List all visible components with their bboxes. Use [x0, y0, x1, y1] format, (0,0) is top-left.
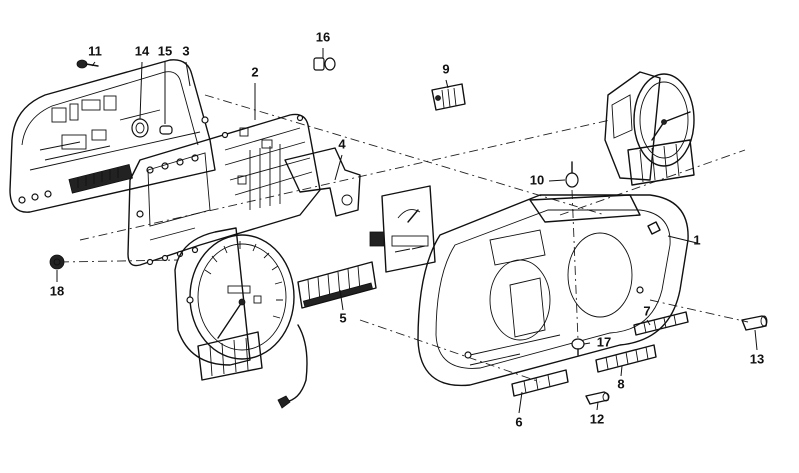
- bulb-15: [159, 125, 173, 135]
- callout-label-16: 16: [316, 29, 330, 44]
- cable-plug: [277, 395, 291, 409]
- indicator-strip-8: [595, 344, 657, 373]
- connector-clip-9: [431, 83, 466, 111]
- callout-label-9: 9: [442, 61, 449, 76]
- callout-leaders: [56, 48, 758, 414]
- axis-line: [204, 94, 606, 216]
- callout-label-1: 1: [693, 232, 700, 247]
- axis-line: [79, 119, 611, 241]
- axis-line: [559, 149, 746, 216]
- knob-17: [571, 338, 585, 356]
- sensor-cable: [284, 324, 308, 403]
- pin-12: [585, 391, 610, 405]
- reset-knob-10: [565, 161, 579, 188]
- indicator-strip-6: [511, 369, 569, 397]
- warning-light-strip-5: [297, 261, 377, 309]
- bracket-4: [284, 147, 361, 217]
- callout-label-8: 8: [617, 376, 624, 391]
- tachometer-clock-unit: [604, 71, 695, 186]
- connector-strip: [68, 164, 133, 194]
- screw-11: [76, 59, 99, 69]
- callout-label-10: 10: [530, 172, 544, 187]
- knob-18: [49, 254, 65, 270]
- callout-label-14: 14: [135, 43, 150, 58]
- speedometer: [174, 227, 295, 381]
- callout-label-15: 15: [158, 43, 172, 58]
- bulb-socket-14: [131, 118, 149, 138]
- cluster-housing-1: [417, 194, 689, 387]
- callout-label-5: 5: [339, 310, 346, 325]
- callout-label-6: 6: [515, 414, 522, 429]
- callout-label-3: 3: [182, 43, 189, 58]
- printed-circuit-plate: [127, 113, 321, 267]
- callout-label-13: 13: [750, 351, 764, 366]
- callout-label-12: 12: [590, 411, 604, 426]
- callout-label-17: 17: [597, 334, 611, 349]
- axis-line: [649, 299, 749, 323]
- callout-label-18: 18: [50, 283, 64, 298]
- speedometer-ticks: [204, 241, 283, 319]
- bulb-16: [313, 57, 336, 71]
- indicator-strip-7: [633, 311, 689, 336]
- auxiliary-gauge-face: [369, 185, 436, 273]
- callout-label-7: 7: [643, 303, 650, 318]
- callout-label-2: 2: [251, 64, 258, 79]
- axis-line: [359, 319, 541, 383]
- axis-line: [571, 189, 579, 341]
- circuit-board-housing: [9, 59, 216, 213]
- axis-line: [59, 259, 179, 263]
- pin-13: [741, 315, 768, 331]
- callout-label-4: 4: [338, 136, 346, 151]
- callout-label-11: 11: [88, 43, 102, 58]
